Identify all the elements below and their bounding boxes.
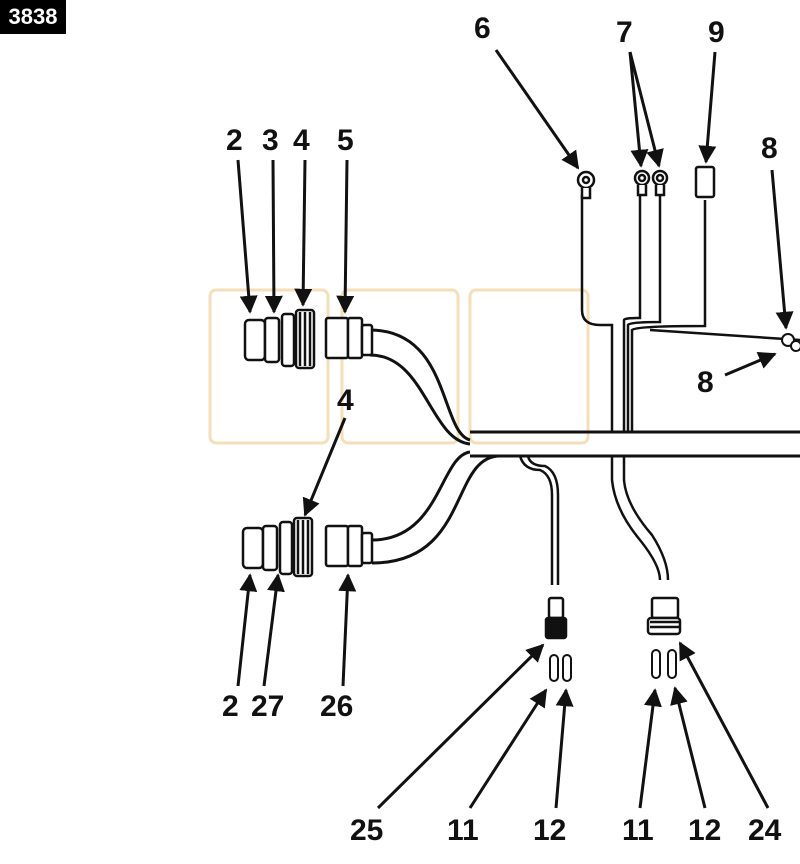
callout-7: 7 [616, 16, 633, 49]
figure-id-badge: 3838 [0, 0, 66, 34]
upper-branch-wires [580, 195, 800, 432]
ring-terminals-7 [633, 169, 669, 197]
lower-connector-assembly [241, 516, 374, 578]
callout-11-b: 11 [622, 814, 654, 847]
connector-8 [781, 333, 800, 352]
ring-terminal-6 [576, 170, 596, 200]
pins-11-12-right [651, 649, 677, 679]
callout-27: 27 [251, 690, 284, 723]
lower-branch-wires [518, 455, 670, 585]
pins-11-12-left [549, 654, 572, 682]
callout-12-a: 12 [533, 814, 566, 847]
callout-8-mid: 8 [697, 366, 714, 399]
callout-2-bottom: 2 [222, 690, 239, 723]
plug-24 [646, 596, 682, 636]
main-harness [369, 328, 800, 565]
callout-12-b: 12 [688, 814, 721, 847]
callout-8-top: 8 [761, 132, 778, 165]
fuse-holder-9 [694, 165, 716, 199]
plug-25 [544, 596, 568, 640]
upper-connector-assembly [243, 308, 374, 370]
callout-5: 5 [337, 124, 354, 157]
callout-3: 3 [262, 124, 279, 157]
callout-4-mid: 4 [337, 384, 354, 417]
callout-11-a: 11 [447, 814, 479, 847]
callout-2-top: 2 [226, 124, 243, 157]
callout-9: 9 [708, 16, 725, 49]
highlight-boxes [208, 288, 590, 445]
callout-25: 25 [350, 814, 383, 847]
callout-26: 26 [320, 690, 353, 723]
leader-arrows [236, 49, 794, 810]
callout-4-top: 4 [293, 124, 310, 157]
callout-6: 6 [474, 12, 491, 45]
callout-labels: 2 3 4 5 6 7 9 8 8 4 2 27 26 25 11 12 11 … [222, 12, 782, 847]
callout-24: 24 [748, 814, 782, 847]
